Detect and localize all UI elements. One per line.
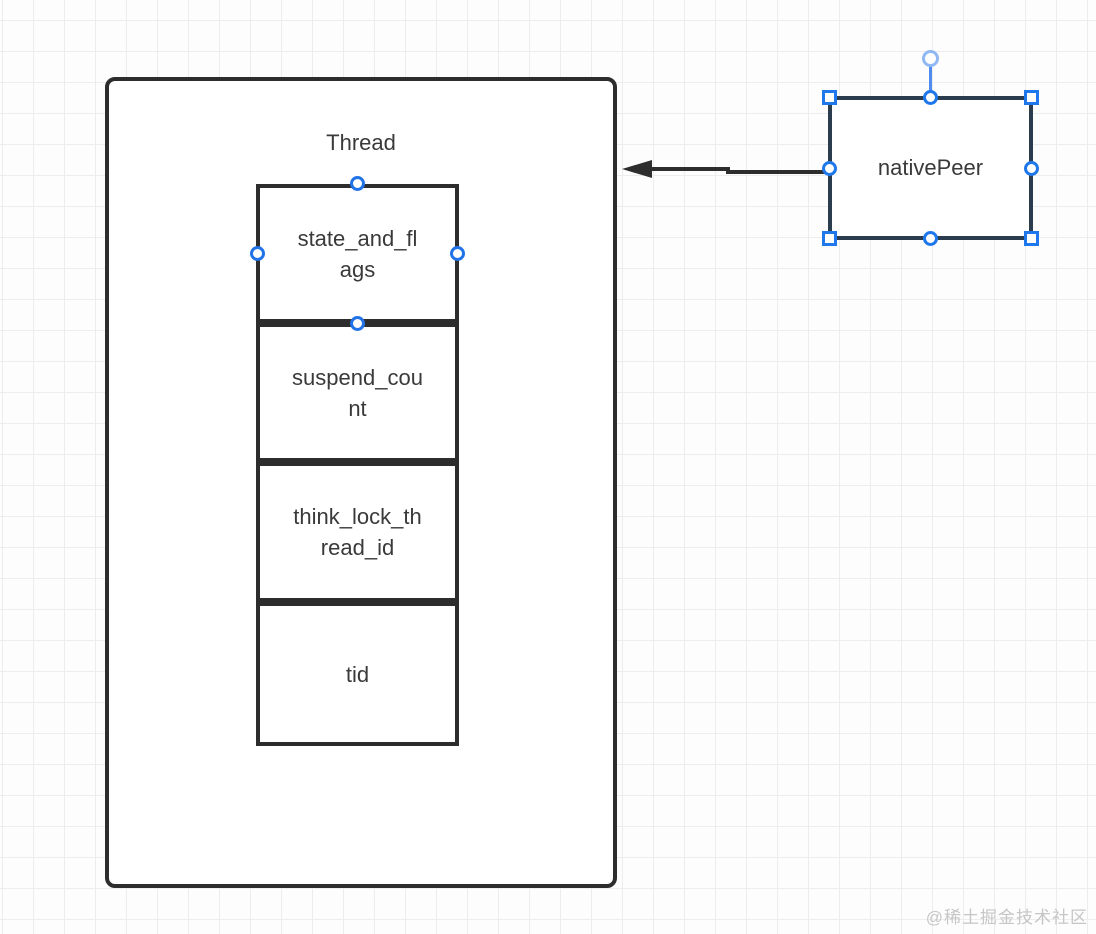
cell-label-line: think_lock_th [293, 504, 422, 529]
cell-label-line: state_and_fl [297, 225, 418, 251]
cell-label-line: nt [348, 395, 367, 421]
cell-think-lock-thread-id[interactable]: think_lock_th read_id [256, 462, 459, 602]
cell-label-line: read_id [320, 535, 395, 560]
resize-handle-ne[interactable] [1024, 90, 1039, 105]
connection-point-n-icon[interactable] [923, 90, 938, 105]
thread-shape[interactable]: Thread state_and_fl ags suspend_cou nt t… [105, 77, 617, 888]
native-peer-label: nativePeer [877, 155, 984, 180]
thread-field-list: state_and_fl ags suspend_cou nt think_lo… [250, 176, 465, 746]
cell-label-line: ags [339, 256, 376, 282]
connection-point-s-icon[interactable] [923, 231, 938, 246]
connector-line[interactable] [652, 167, 829, 174]
cell-state-and-flags[interactable]: state_and_fl ags [256, 184, 459, 323]
connection-point-left-icon[interactable] [250, 246, 265, 261]
cell-tid[interactable]: tid [256, 602, 459, 746]
resize-handle-se[interactable] [1024, 231, 1039, 246]
native-peer-shape[interactable]: nativePeer [828, 96, 1033, 240]
thread-title: Thread [326, 130, 396, 155]
resize-handle-nw[interactable] [822, 90, 837, 105]
rotate-handle-stem [929, 66, 932, 96]
cell-label-line: suspend_cou [292, 364, 423, 390]
connection-point-w-icon[interactable] [822, 161, 837, 176]
resize-handle-sw[interactable] [822, 231, 837, 246]
connection-point-right-icon[interactable] [450, 246, 465, 261]
cell-label-line: tid [345, 661, 370, 687]
connection-point-top-icon[interactable] [350, 176, 365, 191]
cell-suspend-count[interactable]: suspend_cou nt [256, 323, 459, 462]
arrowhead-icon [622, 160, 652, 178]
rotation-handle[interactable] [922, 50, 939, 67]
connection-point-bottom-icon[interactable] [350, 316, 365, 331]
connection-point-e-icon[interactable] [1024, 161, 1039, 176]
watermark-text: @稀土掘金技术社区 [925, 908, 1088, 927]
